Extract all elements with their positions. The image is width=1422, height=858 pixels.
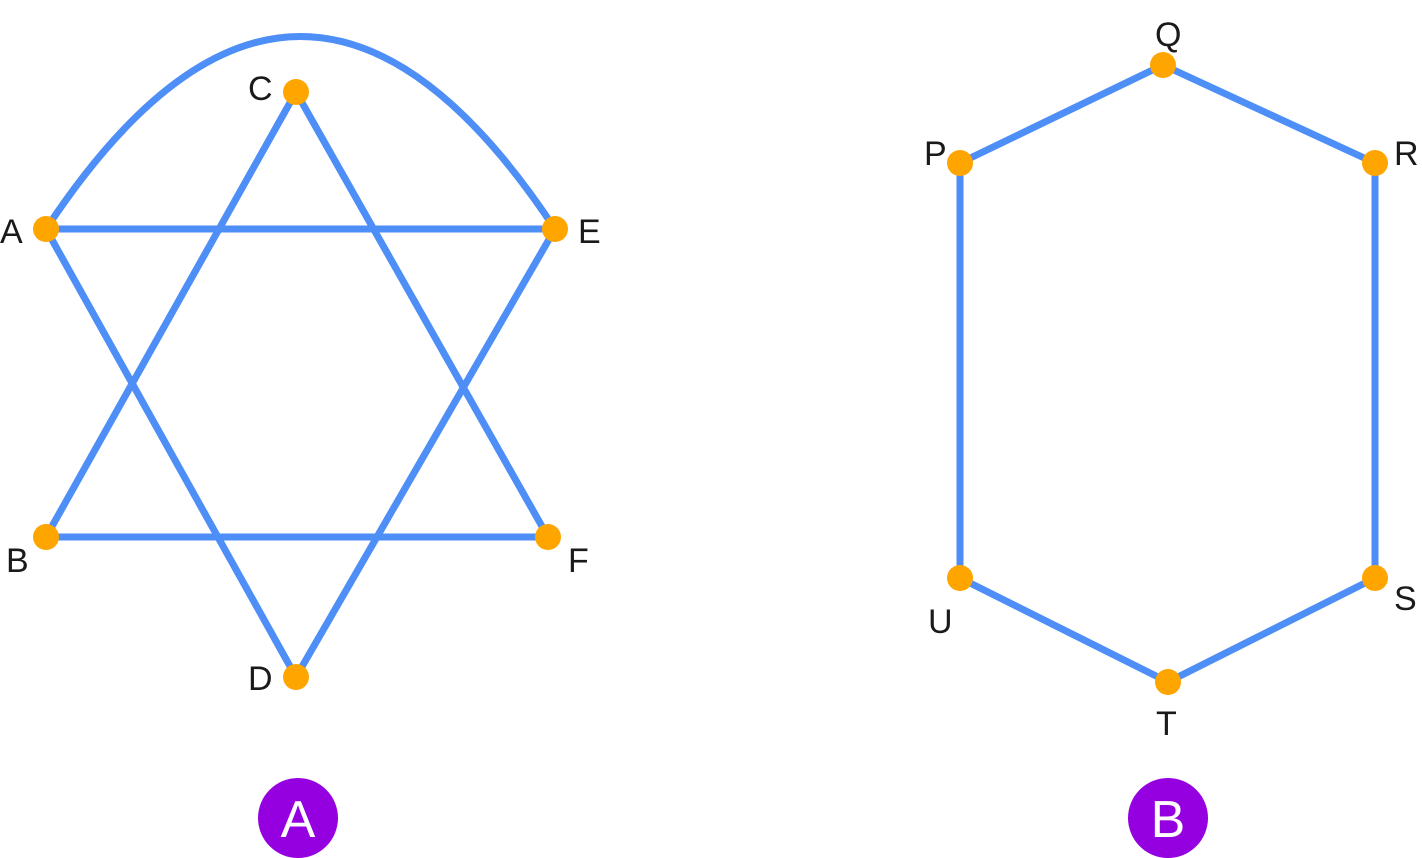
graph-b-badge: B	[1128, 778, 1208, 858]
edge-s-t	[1164, 574, 1379, 686]
vertex-q	[1150, 52, 1176, 78]
vertex-e	[542, 216, 568, 242]
vertex-label-u: U	[928, 603, 953, 641]
edge-t-u	[956, 574, 1172, 686]
vertex-b	[33, 524, 59, 550]
vertex-label-r: R	[1394, 135, 1419, 173]
edge-q-r	[1159, 61, 1379, 167]
edge-c-f	[292, 88, 552, 541]
vertex-r	[1362, 150, 1388, 176]
edge-a-d	[42, 225, 300, 681]
vertex-label-q: Q	[1155, 16, 1181, 54]
graph-a-vertices: A B C D E F	[0, 70, 601, 698]
vertex-p	[947, 150, 973, 176]
vertex-s	[1362, 565, 1388, 591]
edge-a-e-arc	[42, 33, 559, 233]
graph-a-badge: A	[258, 778, 338, 858]
vertex-f	[535, 524, 561, 550]
edge-c-b	[42, 88, 300, 541]
vertex-label-c: C	[248, 70, 273, 108]
vertex-label-p: P	[924, 135, 947, 173]
graph-b-edges	[956, 61, 1379, 686]
vertex-t	[1155, 669, 1181, 695]
graph-a-badge-circle	[258, 778, 338, 858]
vertex-c	[283, 79, 309, 105]
graph-a: A B C D E F A	[0, 33, 601, 858]
vertex-label-s: S	[1394, 580, 1417, 618]
vertex-label-t: T	[1156, 705, 1177, 743]
graph-b-badge-circle	[1128, 778, 1208, 858]
vertex-label-b: B	[6, 542, 29, 580]
vertex-label-a: A	[0, 213, 23, 251]
edge-p-q	[956, 61, 1167, 167]
edge-e-d	[292, 225, 559, 681]
graph-a-edges	[42, 33, 559, 681]
graph-b: P Q R S T U B	[924, 16, 1419, 858]
vertex-label-f: F	[568, 542, 589, 580]
vertex-label-d: D	[248, 660, 273, 698]
graph-a-badge-label: A	[281, 791, 316, 849]
vertex-d	[283, 664, 309, 690]
vertex-u	[947, 565, 973, 591]
graph-b-vertices: P Q R S T U	[924, 16, 1419, 743]
vertex-a	[33, 216, 59, 242]
vertex-label-e: E	[578, 213, 601, 251]
graph-b-badge-label: B	[1151, 791, 1186, 849]
